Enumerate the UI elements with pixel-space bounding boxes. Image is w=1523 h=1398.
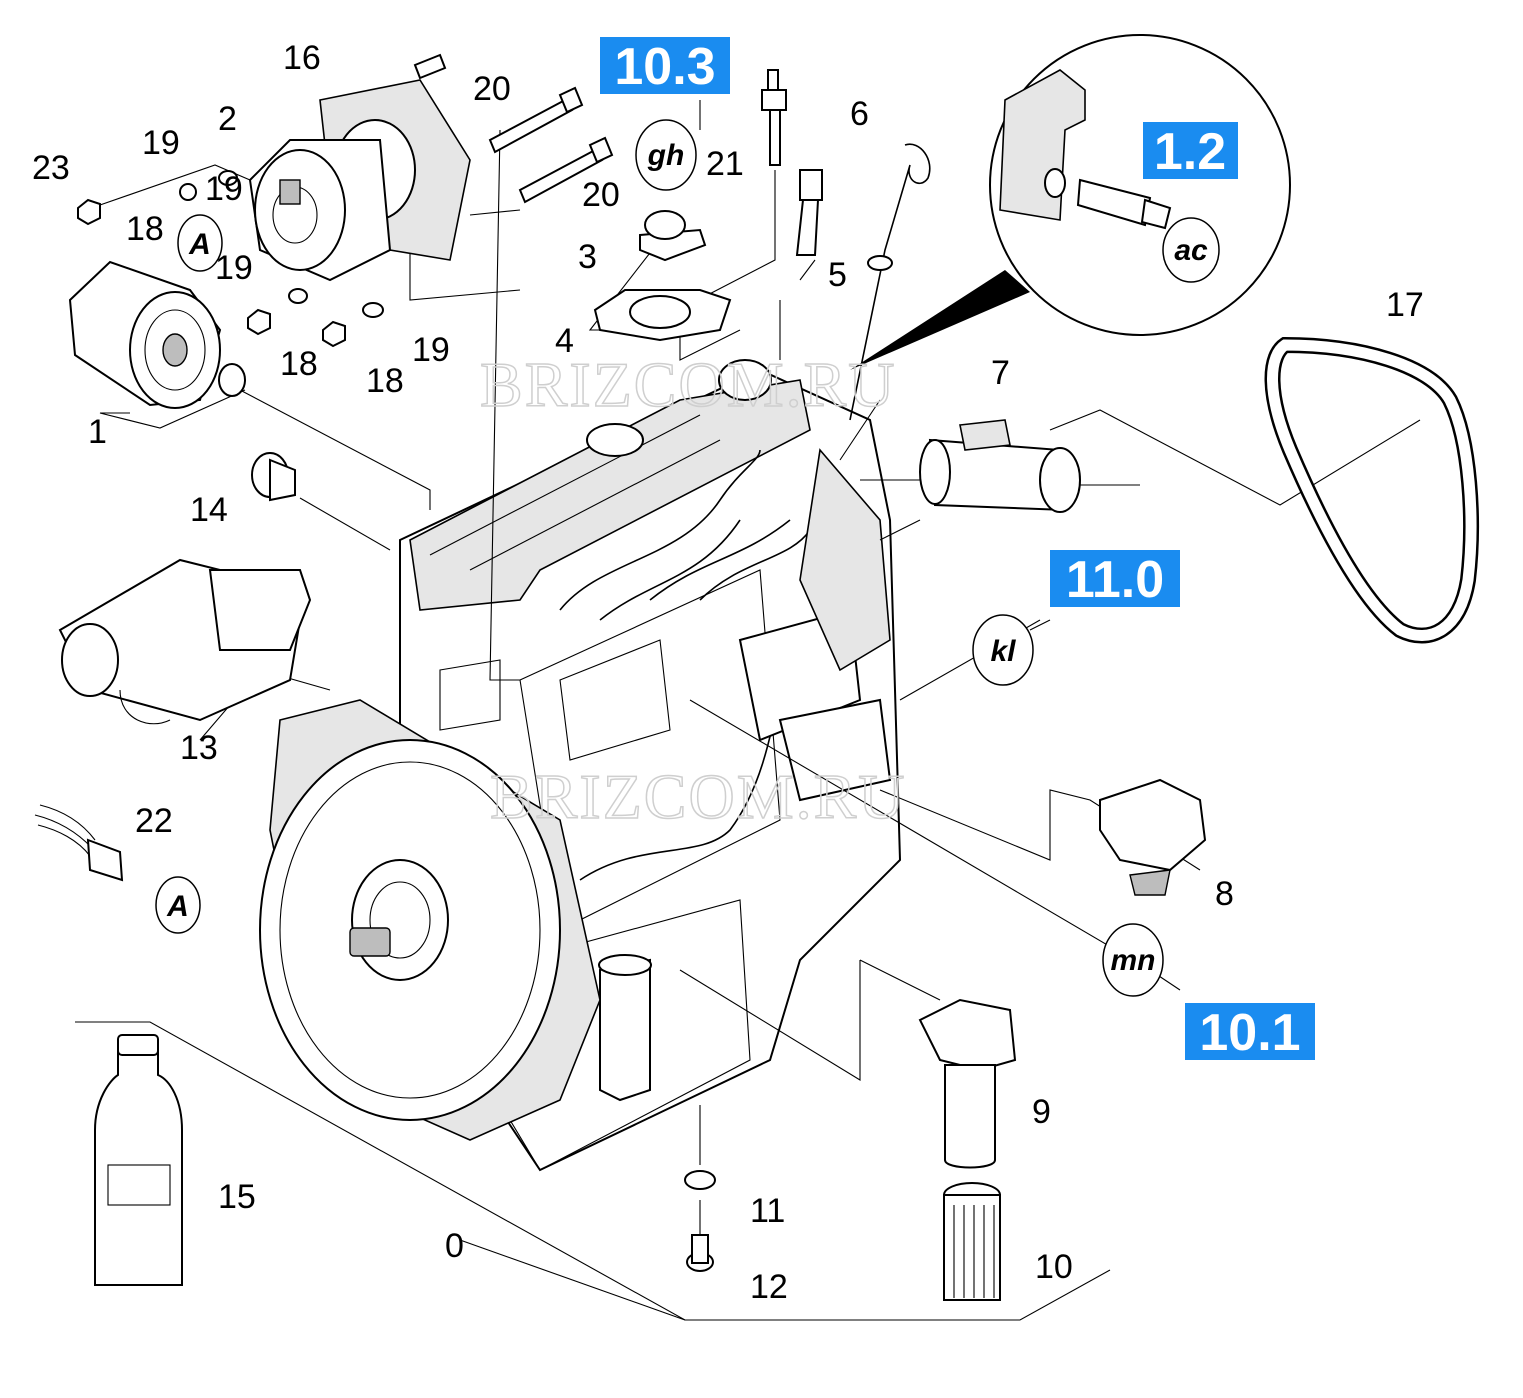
part-number: 19 (205, 170, 243, 208)
section-badge-10-1[interactable]: 10.1 (1185, 1003, 1315, 1062)
part-number: 15 (218, 1178, 256, 1216)
part-number: 13 (180, 729, 218, 767)
part-number: 21 (706, 145, 744, 183)
part-number: 7 (991, 354, 1010, 392)
callout-circle-a-bottom[interactable]: A (155, 876, 201, 934)
small-hardware (77, 53, 931, 421)
watermark-middle: BRIZCOM.RU (490, 761, 907, 832)
callout-circle-ac[interactable]: ac (1162, 217, 1220, 283)
part-number: 3 (578, 238, 597, 276)
part-number: 16 (283, 39, 321, 77)
drain-plug-parts (684, 1170, 716, 1272)
engine-block-drawing (259, 359, 902, 1172)
callout-label: A (166, 890, 189, 923)
part-number: 18 (126, 210, 164, 248)
oil-filter (68, 260, 246, 409)
part-number: 5 (828, 256, 847, 294)
part-number: 19 (412, 331, 450, 369)
part-number: 10 (1035, 1248, 1073, 1286)
oil-bottle (94, 1034, 183, 1286)
part-number: 20 (582, 176, 620, 214)
callout-circle-kl[interactable]: kl (972, 614, 1034, 686)
filter-element-10 (943, 1182, 1001, 1301)
part-number: 0 (445, 1227, 464, 1265)
fuel-solenoid (890, 419, 1140, 513)
part-number: 2 (218, 100, 237, 138)
part-number: 9 (1032, 1093, 1051, 1131)
callout-label: kl (990, 635, 1016, 668)
detail-inset (850, 34, 1291, 370)
section-badge-label: 10.3 (614, 38, 715, 96)
section-badge-label: 10.1 (1199, 1004, 1300, 1062)
part-number: 14 (190, 491, 228, 529)
fuel-pump-8 (1099, 778, 1207, 896)
part-number: 12 (750, 1268, 788, 1306)
callout-circle-mn[interactable]: mn (1102, 923, 1164, 997)
part-number: 6 (850, 95, 869, 133)
part-number: 17 (1386, 286, 1424, 324)
part-number: 18 (280, 345, 318, 383)
alternator (248, 79, 471, 282)
watermark-top: BRIZCOM.RU (480, 349, 897, 420)
section-badge-label: 1.2 (1154, 123, 1226, 181)
fan-belt (1264, 336, 1479, 644)
fuel-filter-9 (918, 998, 1017, 1169)
part-number: 20 (473, 70, 511, 108)
callout-label: A (188, 228, 211, 261)
part-number: 8 (1215, 875, 1234, 913)
connector-22 (34, 804, 124, 882)
callout-circle-a-top[interactable]: A (177, 214, 223, 272)
callout-label: gh (647, 139, 685, 172)
part-number: 4 (555, 322, 574, 360)
sensor-14 (251, 452, 296, 502)
callout-label: ac (1174, 234, 1208, 267)
part-number: 18 (366, 362, 404, 400)
part-number: 22 (135, 802, 173, 840)
part-number: 11 (750, 1192, 785, 1230)
part-number-labels: 0 1 2 3 4 5 6 7 8 9 10 11 12 13 14 15 16… (32, 39, 1424, 1306)
part-number: 19 (215, 249, 253, 287)
part-number: 19 (142, 124, 180, 162)
section-badge-1-2[interactable]: 1.2 (1143, 122, 1238, 181)
callout-circle-gh[interactable]: gh (635, 119, 697, 191)
starter-motor (58, 558, 312, 725)
part-number: 23 (32, 149, 70, 187)
section-badge-10-3[interactable]: 10.3 (600, 37, 730, 96)
section-badge-11-0[interactable]: 11.0 (1050, 550, 1180, 609)
section-badge-label: 11.0 (1066, 551, 1164, 609)
callout-label: mn (1111, 944, 1156, 977)
part-number: 1 (88, 413, 107, 451)
